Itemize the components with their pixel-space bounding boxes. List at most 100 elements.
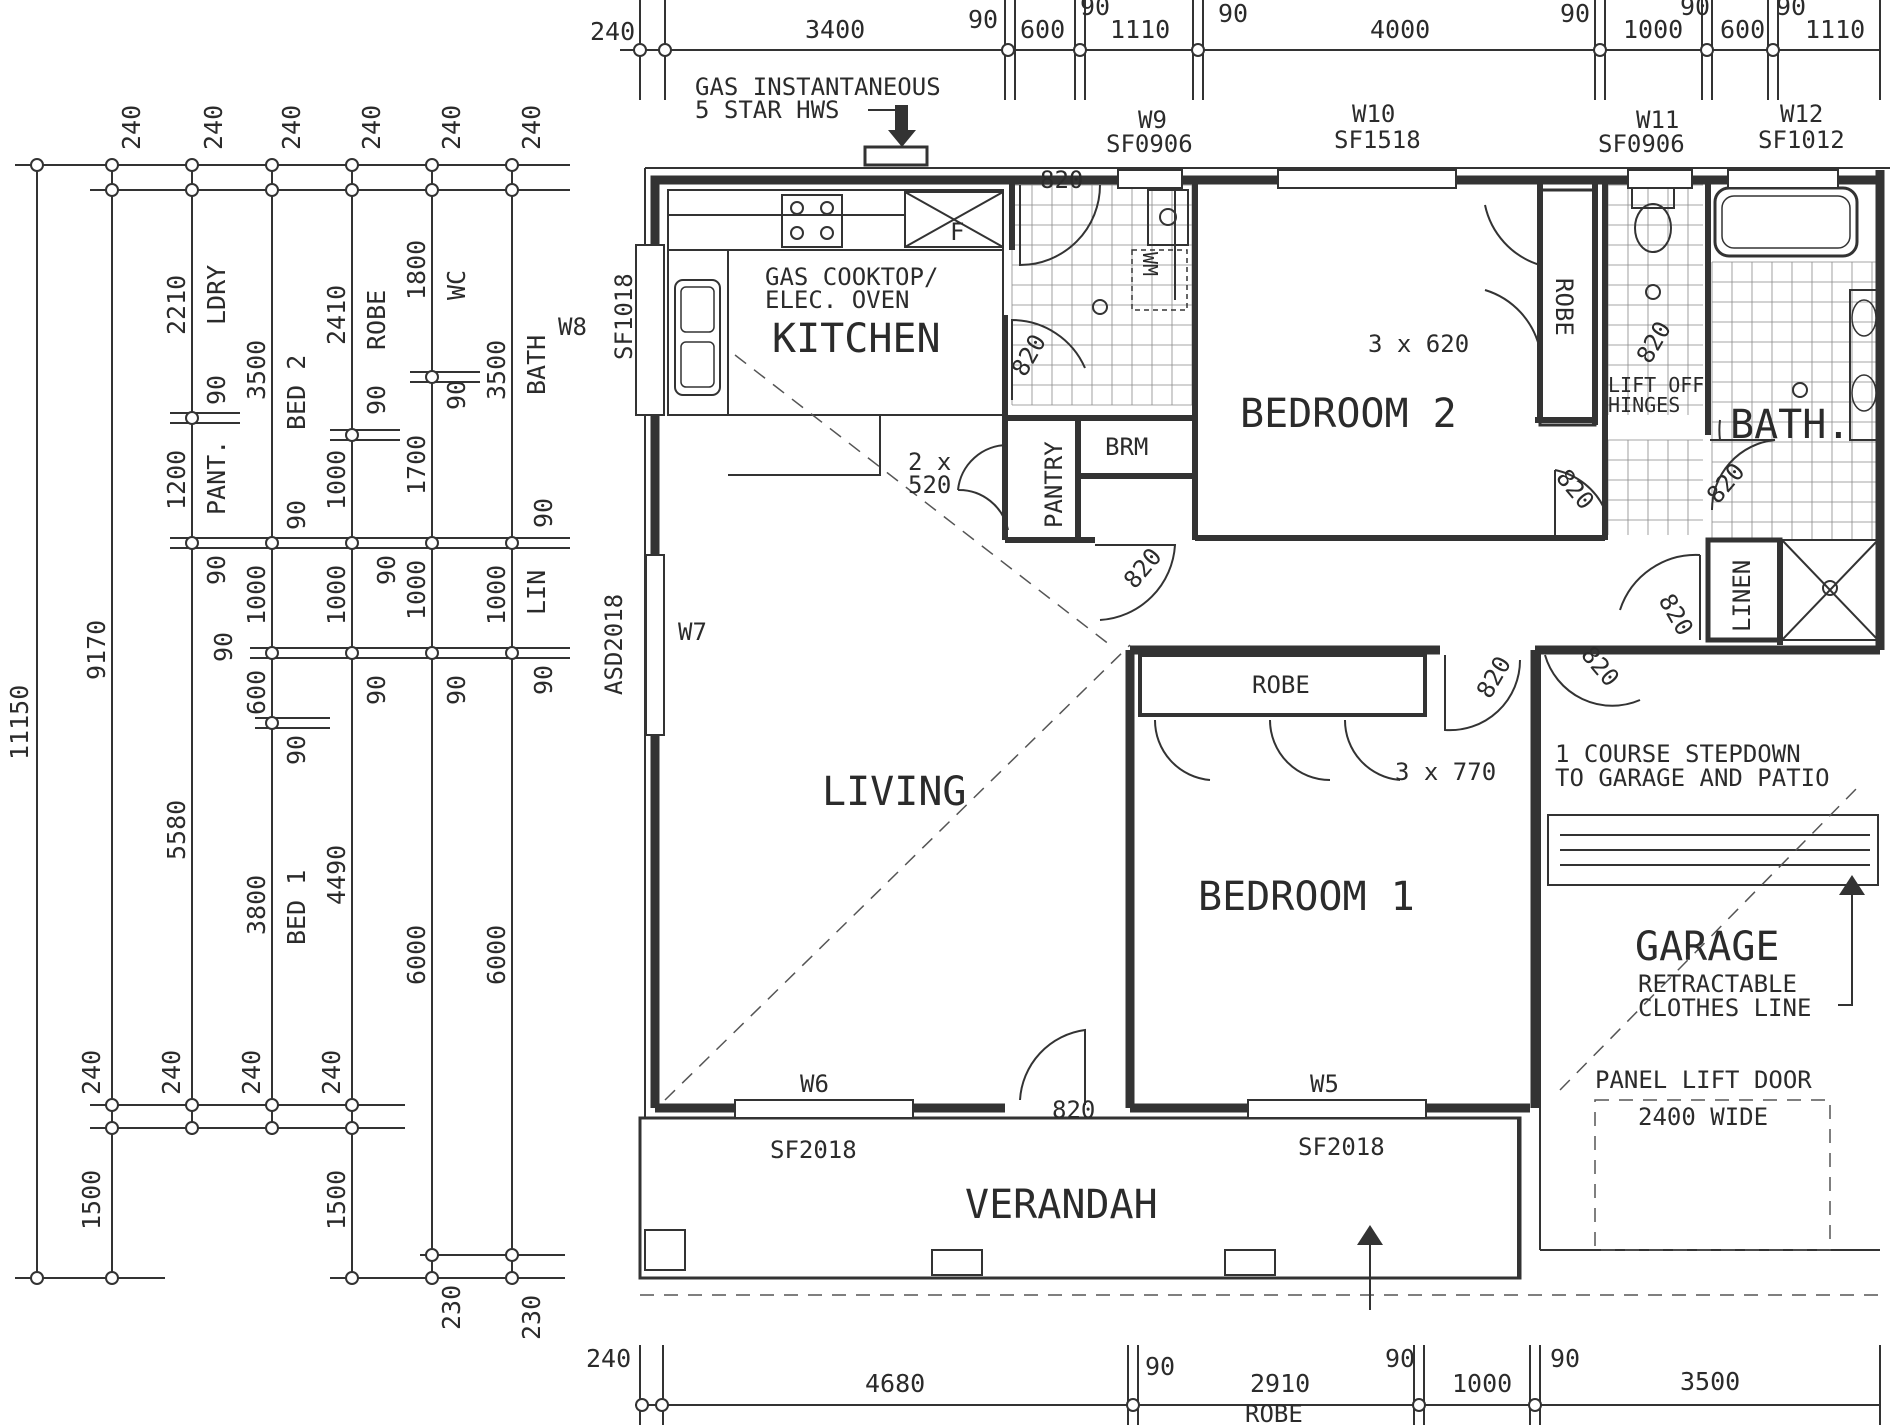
window-w9-size: SF0906 [1106,130,1193,158]
top-dim-4: 600 [1020,15,1065,44]
robe-bed2 [1538,188,1597,427]
left-dim-230-b: 230 [517,1295,546,1340]
left-dim-bed2: BED 2 [282,355,311,430]
left-dim-1000-b: 1000 [322,450,351,510]
shower [1781,539,1879,641]
window-w9: W9 [1138,106,1167,134]
verandah-slab [638,1116,1522,1280]
left-dim-1500-b: 1500 [322,1170,351,1230]
top-dim-3: 90 [968,5,998,34]
laundry-tub [1147,189,1189,246]
left-dim-3800: 3800 [242,875,271,935]
left-dim-3500-a: 3500 [242,340,271,400]
left-dim-90-e: 90 [282,735,311,765]
left-dim-240-a: 240 [117,105,146,150]
house-plan: KITCHEN BEDROOM 2 BATH. LIVING BEDROOM 1… [558,73,1890,1310]
robe-bed2-label: ROBE [1550,278,1578,336]
top-dim-2: 3400 [805,15,865,44]
bottom-dim-5: 90 [1385,1344,1415,1373]
left-dim-90-j: 90 [442,675,471,705]
left-dim-wc: WC [442,270,471,300]
window-w12: W12 [1780,100,1823,128]
top-dim-11: 90 [1680,0,1710,21]
floor-tiles [1011,184,1193,406]
left-dim-90-a: 90 [202,375,231,405]
left-dim-bed1: BED 1 [282,870,311,945]
top-dim-14: 1110 [1805,15,1865,44]
left-dim-1500-a: 1500 [77,1170,106,1230]
left-dim-90-c: 90 [209,632,238,662]
left-dim-240-i: 240 [237,1050,266,1095]
left-dim-robe: ROBE [362,290,391,350]
room-linen: LINEN [1728,560,1756,632]
cooktop [781,194,843,248]
window-w8-size: SF1018 [610,273,638,360]
bottom-dim-6: 1000 [1452,1369,1512,1398]
cooktop-note-line2: ELEC. OVEN [765,286,910,314]
left-dim-90-b: 90 [202,555,231,585]
top-dim-13: 90 [1776,0,1806,21]
top-dim-8: 4000 [1370,15,1430,44]
left-dim-90-f: 90 [362,385,391,415]
top-dim-7: 90 [1218,0,1248,28]
bath-tub [1713,186,1859,258]
left-dim-240-e: 240 [437,105,466,150]
left-dim-bath: BATH [522,335,551,395]
dashed-diagonals [664,354,1861,1101]
wm-label: WM [1138,252,1162,276]
bottom-dim-1: 240 [586,1344,631,1373]
robe-bed1 [1138,653,1427,717]
left-dim-6000-b: 6000 [482,925,511,985]
left-dim-1000-c: 1000 [322,565,351,625]
door-820-wc: 820 [1631,316,1677,368]
window-w12-size: SF1012 [1758,126,1845,154]
window-w5-size: SF2018 [1298,1133,1385,1161]
room-verandah: VERANDAH [965,1182,1158,1228]
left-dim-2210: 2210 [162,275,191,335]
arrows [868,105,1865,1310]
left-dim-240-b: 240 [199,105,228,150]
top-dim-10: 1000 [1623,15,1683,44]
bottom-dim-7: 90 [1550,1344,1580,1373]
room-bath: BATH. [1730,402,1850,448]
window-w5: W5 [1310,1070,1339,1098]
window-w11-size: SF0906 [1598,130,1685,158]
robe-doors-bed1: 3 x 770 [1395,758,1496,786]
left-dim-230-a: 230 [437,1285,466,1330]
left-dim-240-h: 240 [157,1050,186,1095]
room-living: LIVING [822,769,967,815]
clothes-note-line2: CLOTHES LINE [1638,994,1811,1022]
vanity [1849,289,1879,441]
top-dimension-chain: 240 3400 90 600 90 1110 90 4000 90 1000 … [590,0,1881,100]
room-bedroom1: BEDROOM 1 [1198,874,1415,920]
cooktop-note-line1: GAS COOKTOP/ [765,263,938,291]
garage-door-note-line1: PANEL LIFT DOOR [1595,1066,1812,1094]
left-dim-90-i: 90 [372,555,401,585]
door-820-linen: 820 [1653,589,1699,641]
liftoff-note-line2: HINGES [1608,393,1680,417]
floor-tiles [1607,439,1703,535]
left-dim-ldry: LDRY [202,265,231,325]
downpipes [644,1229,1276,1276]
left-dim-1000-a: 1000 [242,565,271,625]
pantry-doors-line1: 2 x [908,448,951,476]
robe-doors-bed2: 3 x 620 [1368,330,1469,358]
clothes-note-line1: RETRACTABLE [1638,970,1797,998]
left-dim-3500-b: 3500 [482,340,511,400]
left-dim-90-h: 90 [442,380,471,410]
room-kitchen: KITCHEN [772,316,941,362]
room-pantry: PANTRY [1040,441,1068,528]
left-dim-6000-a: 6000 [402,925,431,985]
left-dim-1800: 1800 [402,240,431,300]
windows [635,169,1839,1119]
left-dim-pant: PANT. [202,440,231,515]
hws-unit [863,145,929,167]
top-dim-9: 90 [1560,0,1590,28]
left-dim-90-l: 90 [529,665,558,695]
left-dim-240-d: 240 [357,105,386,150]
window-w6-size: SF2018 [770,1136,857,1164]
robe-bed1-label: ROBE [1252,671,1310,699]
room-bedroom2: BEDROOM 2 [1240,391,1457,437]
left-dim-1000-e: 1000 [482,565,511,625]
